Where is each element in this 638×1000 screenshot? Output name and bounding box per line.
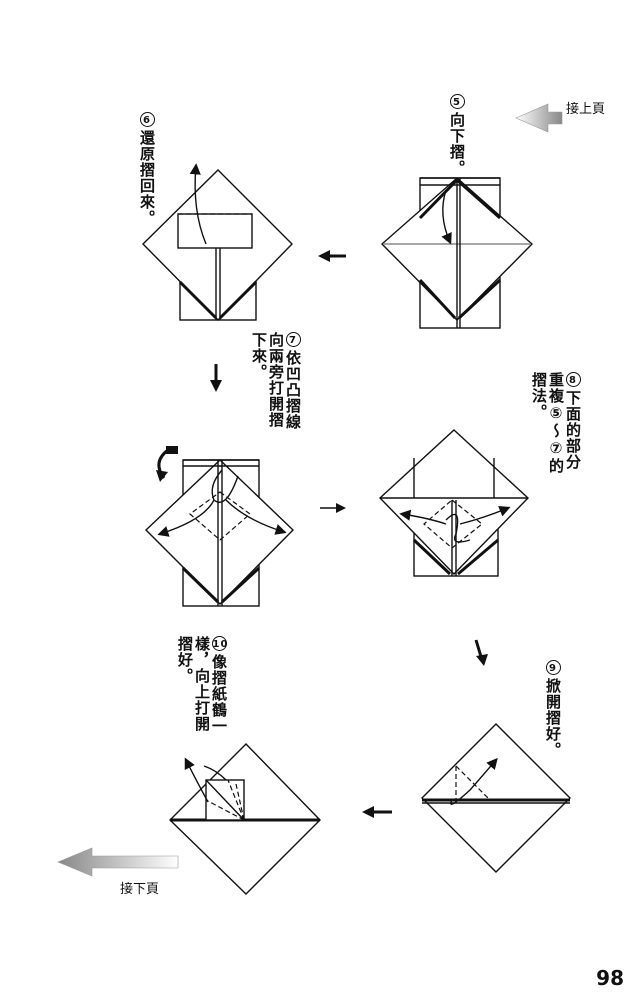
- flow-arrow-right-1: [320, 503, 346, 513]
- step-7-diagram: [144, 446, 294, 607]
- step-10-diagram: [169, 743, 321, 895]
- page-number: 98: [596, 966, 624, 990]
- step-10-text: 10像摺紙鶴一樣，向上打開摺好。: [176, 636, 229, 734]
- flow-arrow-left-1: [318, 250, 346, 262]
- prev-page-arrow-icon: [515, 103, 563, 133]
- flow-arrow-diagonal: [474, 639, 488, 666]
- flow-arrow-left-2: [362, 806, 392, 818]
- next-page-arrow-icon: [57, 847, 179, 877]
- step-8-diagram: [378, 429, 530, 577]
- step-6-diagram: [142, 163, 293, 321]
- step-6-text: 6還原摺回來。: [138, 112, 156, 226]
- step-7-text: 7依凹凸摺線向兩旁打開摺下來。: [250, 332, 302, 430]
- step-9-text: 9掀開摺好。: [544, 660, 562, 758]
- step-5-diagram: [380, 177, 534, 329]
- next-page-label: 接下頁: [120, 882, 160, 897]
- step-8-text: 8下面的部分重複⑤～⑦的摺法。: [530, 372, 582, 474]
- step-9-diagram: [421, 723, 571, 873]
- flow-arrow-down-1: [210, 364, 222, 392]
- prev-page-label: 接上頁: [566, 102, 606, 117]
- step-5-text: 5向下摺。: [448, 94, 466, 176]
